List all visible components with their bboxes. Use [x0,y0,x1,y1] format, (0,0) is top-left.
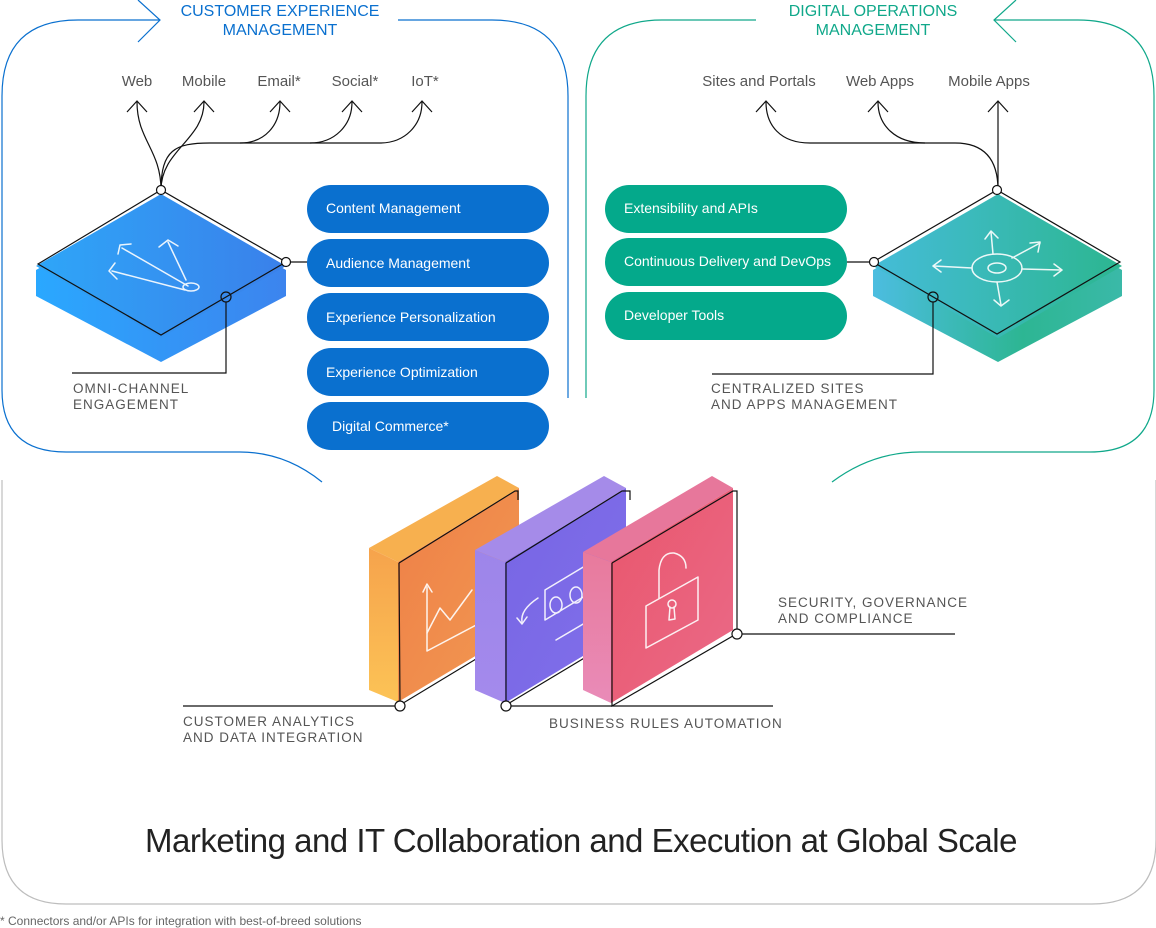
cx-frame [1,0,569,483]
capability-label: Experience Personalization [326,309,496,325]
analytics-block [369,476,520,707]
capability-label: Content Management [326,200,461,216]
dom-capabilities: Extensibility and APIs Continuous Delive… [605,185,847,340]
channel-social: Social* [332,73,379,90]
cx-title-line1: CUSTOMER EXPERIENCE [181,3,380,20]
dom-frame [585,0,1155,483]
capability-content-management[interactable]: Content Management [307,185,549,233]
main-title: Marketing and IT Collaboration and Execu… [145,822,1017,859]
omni-channel-caption-line2: ENGAGEMENT [73,397,179,412]
centralized-sites-block [712,184,1122,375]
analytics-caption-line2: AND DATA INTEGRATION [183,730,364,745]
capability-extensibility-apis[interactable]: Extensibility and APIs [605,185,847,233]
omni-channel-icon [108,239,200,292]
lock-icon [645,552,699,649]
dom-title-line1: DIGITAL OPERATIONS [789,3,958,20]
capability-label: Extensibility and APIs [624,200,758,216]
capability-label: Audience Management [326,255,470,271]
omni-channel-caption-line1: OMNI-CHANNEL [73,381,189,396]
channel-mobile-apps: Mobile Apps [948,73,1030,90]
distribution-icon [932,230,1063,307]
channel-iot: IoT* [411,73,439,90]
cx-capabilities: Content Management Audience Management E… [307,185,549,450]
capability-developer-tools[interactable]: Developer Tools [605,292,847,340]
channel-web: Web [122,73,153,90]
platform-outline [1,480,1156,905]
capability-audience-management[interactable]: Audience Management [307,239,549,287]
capability-experience-optimization[interactable]: Experience Optimization [307,348,549,396]
omni-channel-block [36,184,308,374]
channel-email: Email* [257,73,301,90]
centralized-caption-line2: AND APPS MANAGEMENT [711,397,898,412]
security-block [583,476,739,708]
dom-channel-arrows [755,100,1009,191]
rules-caption: BUSINESS RULES AUTOMATION [549,716,783,731]
capability-experience-personalization[interactable]: Experience Personalization [307,293,549,341]
security-caption-line1: SECURITY, GOVERNANCE [778,595,968,610]
centralized-caption-line1: CENTRALIZED SITES [711,381,865,396]
dom-title-line2: MANAGEMENT [816,22,931,39]
capability-label: Digital Commerce* [332,418,449,434]
cx-title-line2: MANAGEMENT [223,22,338,39]
foundation-connectors [183,628,955,712]
footnote: * Connectors and/or APIs for integration… [0,914,362,928]
cx-channel-arrows [126,100,433,191]
security-caption-line2: AND COMPLIANCE [778,611,914,626]
channel-mobile: Mobile [182,73,226,90]
capability-label: Developer Tools [624,307,724,323]
capability-label: Experience Optimization [326,364,478,380]
capability-continuous-delivery[interactable]: Continuous Delivery and DevOps [605,238,847,286]
channel-sites-portals: Sites and Portals [702,73,815,90]
dom-channels: Sites and Portals Web Apps Mobile Apps [702,73,1030,90]
chart-icon [422,583,481,652]
capability-digital-commerce[interactable]: Digital Commerce* [307,402,549,450]
cx-channels: Web Mobile Email* Social* IoT* [122,73,439,90]
capability-label: Continuous Delivery and DevOps [624,253,831,269]
channel-web-apps: Web Apps [846,73,914,90]
analytics-caption-line1: CUSTOMER ANALYTICS [183,714,355,729]
